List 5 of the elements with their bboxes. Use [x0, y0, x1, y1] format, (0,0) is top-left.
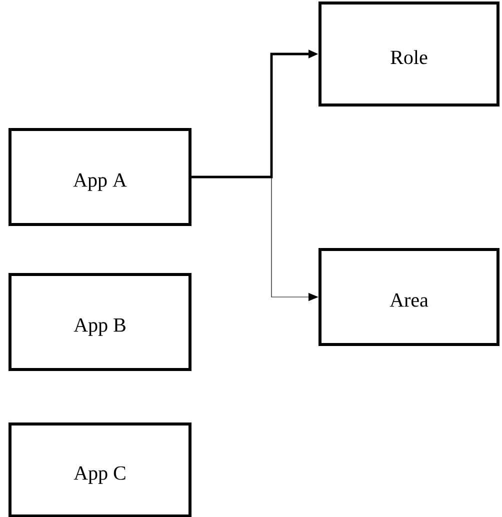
- process-box: Role: [318, 2, 500, 106]
- process-box: App C: [8, 422, 192, 517]
- process-box: App B: [8, 273, 192, 371]
- process-box: App A: [8, 128, 192, 226]
- process-box: Area: [318, 248, 500, 346]
